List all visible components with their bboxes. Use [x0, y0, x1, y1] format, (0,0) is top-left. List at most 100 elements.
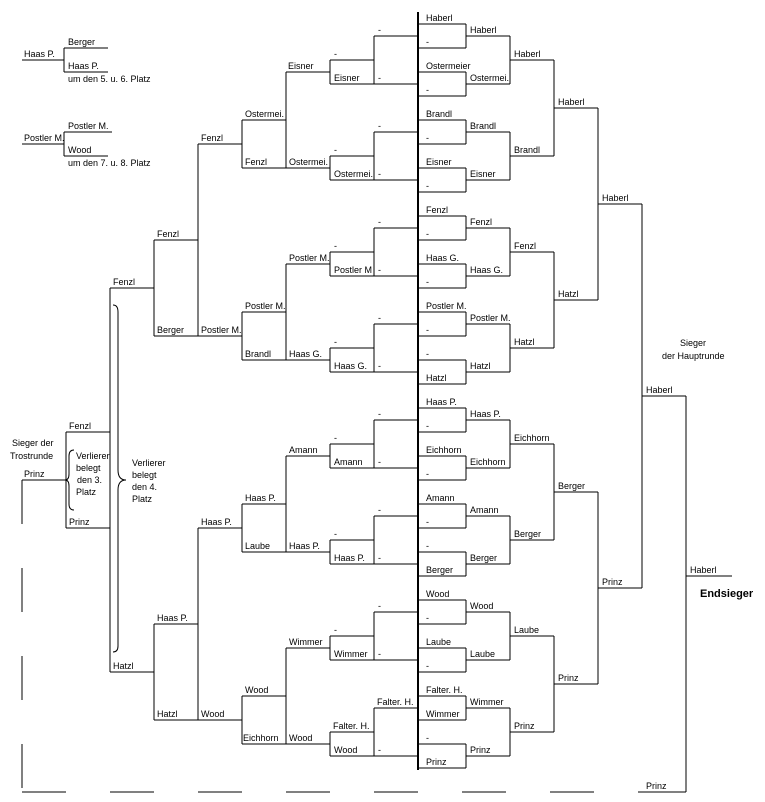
player-label: Haberl	[646, 385, 673, 395]
player-label: Haas P.	[426, 397, 457, 407]
final-winner-caption: Endsieger	[700, 588, 754, 600]
player-label: Haberl	[470, 25, 497, 35]
player-label: -	[426, 517, 429, 527]
player-label: Prinz	[24, 469, 45, 479]
consolation-bracket	[21, 35, 686, 793]
player-label: -	[426, 325, 429, 335]
placement-5-6-bracket: Haas P. Berger Haas P. um den 5. u. 6. P…	[22, 37, 151, 84]
player-label: Fenzl	[245, 157, 267, 167]
player-label: Eichhorn	[470, 457, 506, 467]
player-label: -	[378, 361, 381, 371]
player-label: Fenzl	[426, 205, 448, 215]
player-label: Falter. H.	[426, 685, 463, 695]
player-label: Hatzl	[113, 661, 134, 671]
player-label: Haberl	[602, 193, 629, 203]
player-label: Eisner	[334, 73, 360, 83]
player-label: Wimmer	[334, 649, 368, 659]
player-label: -	[334, 49, 337, 59]
player-label: Postler M.	[24, 133, 65, 143]
player-label: Postler M	[334, 265, 372, 275]
bracket-labels: --------------Falter. H.--Eisner-Osterme…	[10, 13, 754, 791]
player-label: Berger	[558, 481, 585, 491]
placement-caption: um den 5. u. 6. Platz	[68, 74, 151, 84]
player-label: Fenzl	[201, 133, 223, 143]
player-label: Laube	[245, 541, 270, 551]
player-label: Haas P.	[24, 49, 55, 59]
player-label: -	[378, 649, 381, 659]
player-label: -	[378, 313, 381, 323]
player-label: -	[378, 25, 381, 35]
player-label: Hatzl	[514, 337, 535, 347]
player-label: Eisner	[288, 61, 314, 71]
player-label: Trostrunde	[10, 451, 53, 461]
player-label: -	[426, 85, 429, 95]
player-label: -	[378, 409, 381, 419]
placement-caption: um den 7. u. 8. Platz	[68, 158, 151, 168]
player-label: -	[426, 181, 429, 191]
player-label: Postler M.	[68, 121, 109, 131]
player-label: Laube	[426, 637, 451, 647]
player-label: Haas P.	[470, 409, 501, 419]
player-label: Amann	[426, 493, 455, 503]
player-label: Platz	[76, 487, 97, 497]
player-label: Eichhorn	[514, 433, 550, 443]
player-label: -	[378, 601, 381, 611]
player-label: Wood	[201, 709, 224, 719]
player-label: Laube	[514, 625, 539, 635]
player-label: -	[378, 553, 381, 563]
player-label: Fenzl	[470, 217, 492, 227]
player-label: belegt	[132, 470, 157, 480]
player-label: Fenzl	[69, 421, 91, 431]
player-label: -	[378, 265, 381, 275]
player-label: Hatzl	[558, 289, 579, 299]
player-label: Eichhorn	[243, 733, 279, 743]
player-label: Haas P.	[334, 553, 365, 563]
player-label: -	[426, 349, 429, 359]
player-label: -	[426, 421, 429, 431]
player-label: Berger	[514, 529, 541, 539]
player-label: Ostermei.	[470, 73, 509, 83]
player-label: -	[426, 469, 429, 479]
player-label: Haberl	[690, 565, 717, 575]
player-label: Haas P.	[245, 493, 276, 503]
player-label: -	[426, 37, 429, 47]
player-label: -	[334, 145, 337, 155]
player-label: Falter. H.	[377, 697, 414, 707]
player-label: -	[334, 337, 337, 347]
player-label: Brandl	[470, 121, 496, 131]
player-label: Haas G.	[289, 349, 322, 359]
player-label: Sieger der	[12, 438, 54, 448]
player-label: Haberl	[514, 49, 541, 59]
player-label: -	[378, 217, 381, 227]
player-label: Prinz	[646, 781, 667, 791]
player-label: Prinz	[558, 673, 579, 683]
player-label: Wood	[289, 733, 312, 743]
player-label: Berger	[157, 325, 184, 335]
player-label: Hatzl	[157, 709, 178, 719]
player-label: Wimmer	[426, 709, 460, 719]
player-label: Hatzl	[470, 361, 491, 371]
player-label: -	[426, 661, 429, 671]
player-label: Prinz	[69, 517, 90, 527]
player-label: -	[426, 277, 429, 287]
player-label: Haas P.	[157, 613, 188, 623]
player-label: Falter. H.	[333, 721, 370, 731]
player-label: Laube	[470, 649, 495, 659]
player-label: Prinz	[602, 577, 623, 587]
brace-4th-place	[112, 304, 127, 653]
player-label: Fenzl	[157, 229, 179, 239]
player-label: Verlierer	[132, 458, 166, 468]
player-label: Ostermei.	[245, 109, 284, 119]
player-label: Eichhorn	[426, 445, 462, 455]
player-label: Haas P.	[289, 541, 320, 551]
player-label: Prinz	[514, 721, 535, 731]
player-label: -	[334, 241, 337, 251]
player-label: Haas P.	[201, 517, 232, 527]
player-label: -	[378, 121, 381, 131]
player-label: -	[426, 229, 429, 239]
player-label: Berger	[426, 565, 453, 575]
player-label: Ostermei.	[289, 157, 328, 167]
player-label: Postler M.	[289, 253, 330, 263]
player-label: -	[426, 541, 429, 551]
